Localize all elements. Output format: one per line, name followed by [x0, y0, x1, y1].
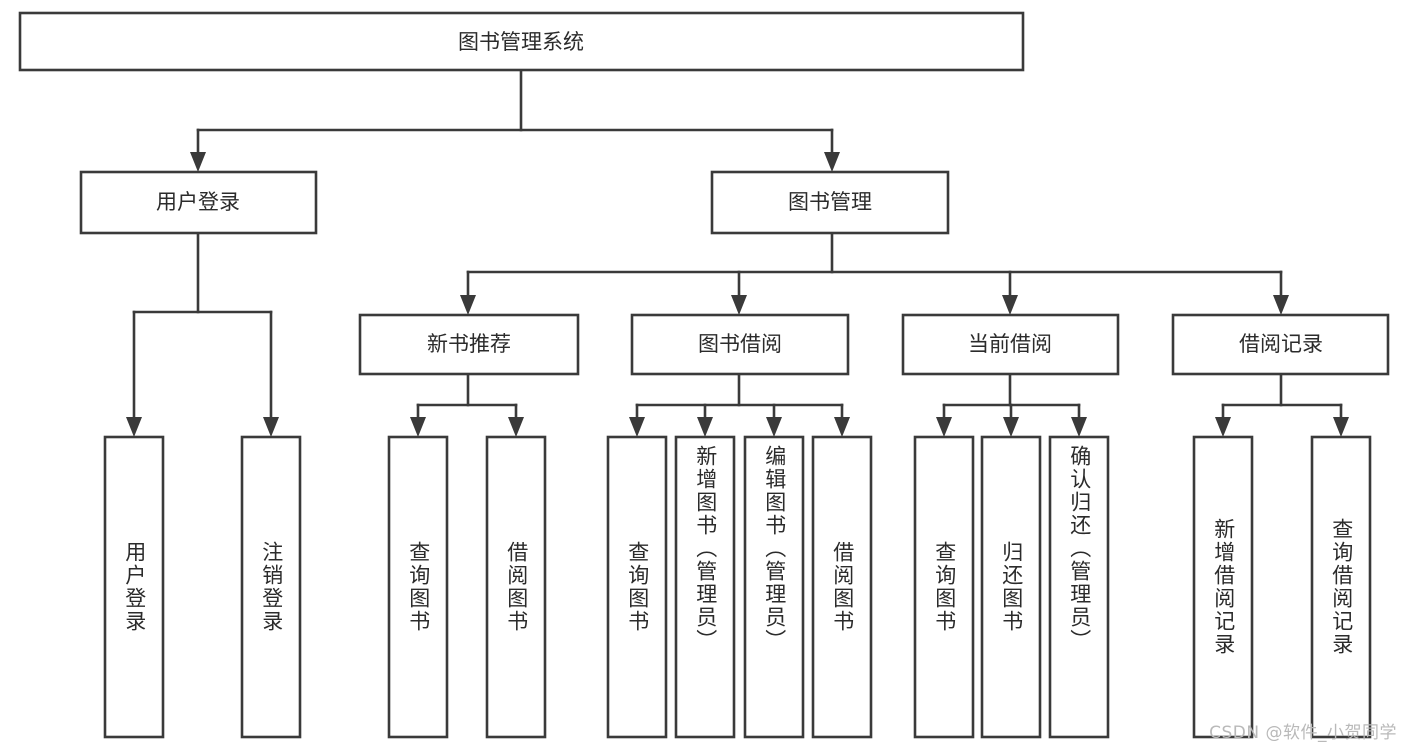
- node-user-login[interactable]: 用户登录: [79, 170, 318, 235]
- arrowhead-bookmgmt: [824, 152, 840, 172]
- arrowhead-leaf-newbook-2: [508, 417, 524, 437]
- arrowhead-leaf-borrow-4: [834, 417, 850, 437]
- node-borrow-record-label: 借阅记录: [1239, 332, 1323, 356]
- node-new-book-recommend-box[interactable]: [358, 313, 580, 376]
- arrowhead-leaf-userlogin-2: [263, 417, 279, 437]
- arrowhead-leaf-record-1: [1215, 417, 1231, 437]
- arrowhead-level3-2: [731, 295, 747, 315]
- node-book-borrow-label: 图书借阅: [698, 332, 782, 356]
- leaf-box-book-borrow-3[interactable]: [743, 435, 805, 739]
- arrowhead-level3-3: [1002, 295, 1018, 315]
- arrowhead-leaf-borrow-3: [766, 417, 782, 437]
- leaf-box-current-borrow-3[interactable]: [1048, 435, 1110, 739]
- node-book-borrow[interactable]: 图书借阅: [630, 313, 850, 376]
- leaf-box-borrow-record-1[interactable]: [1192, 435, 1254, 739]
- leaf-box-user-login-2[interactable]: [240, 435, 302, 739]
- leaf-box-book-borrow-4[interactable]: [811, 435, 873, 739]
- node-borrow-record[interactable]: 借阅记录: [1171, 313, 1390, 376]
- node-new-book-recommend-label: 新书推荐: [427, 332, 511, 356]
- node-book-management[interactable]: 图书管理: [710, 170, 950, 235]
- leaf-box-book-borrow-2[interactable]: [674, 435, 736, 739]
- node-book-management-box[interactable]: [710, 170, 950, 235]
- node-user-login-box[interactable]: [79, 170, 318, 235]
- node-root-label: 图书管理系统: [458, 30, 584, 54]
- node-current-borrow-label: 当前借阅: [968, 332, 1052, 356]
- arrowhead-userlogin: [190, 152, 206, 172]
- node-current-borrow[interactable]: 当前借阅: [901, 313, 1120, 376]
- node-book-borrow-box[interactable]: [630, 313, 850, 376]
- arrowhead-leaf-current-1: [936, 417, 952, 437]
- leaf-box-new-book-2[interactable]: [485, 435, 547, 739]
- arrowhead-leaf-current-2: [1003, 417, 1019, 437]
- arrowhead-leaf-current-3: [1071, 417, 1087, 437]
- leaf-box-new-book-1[interactable]: [387, 435, 449, 739]
- node-current-borrow-box[interactable]: [901, 313, 1120, 376]
- leaf-box-borrow-record-2[interactable]: [1310, 435, 1372, 739]
- node-root[interactable]: 图书管理系统: [18, 11, 1025, 72]
- arrowhead-leaf-record-2: [1333, 417, 1349, 437]
- leaf-box-current-borrow-1[interactable]: [913, 435, 975, 739]
- leaf-box-current-borrow-2[interactable]: [980, 435, 1042, 739]
- node-new-book-recommend[interactable]: 新书推荐: [358, 313, 580, 376]
- watermark: CSDN @软件_小贺同学: [1209, 723, 1397, 743]
- leaf-box-user-login-1[interactable]: [103, 435, 165, 739]
- arrowhead-leaf-newbook-1: [410, 417, 426, 437]
- node-user-login-label: 用户登录: [156, 190, 240, 214]
- arrowhead-leaf-borrow-1: [629, 417, 645, 437]
- arrowhead-leaf-userlogin-1: [126, 417, 142, 437]
- node-borrow-record-box[interactable]: [1171, 313, 1390, 376]
- arrowhead-level3-1: [460, 295, 476, 315]
- arrowhead-leaf-borrow-2: [697, 417, 713, 437]
- arrowhead-level3-4: [1273, 295, 1289, 315]
- node-book-management-label: 图书管理: [788, 190, 872, 214]
- leaf-box-book-borrow-1[interactable]: [606, 435, 668, 739]
- node-root-box[interactable]: [18, 11, 1025, 72]
